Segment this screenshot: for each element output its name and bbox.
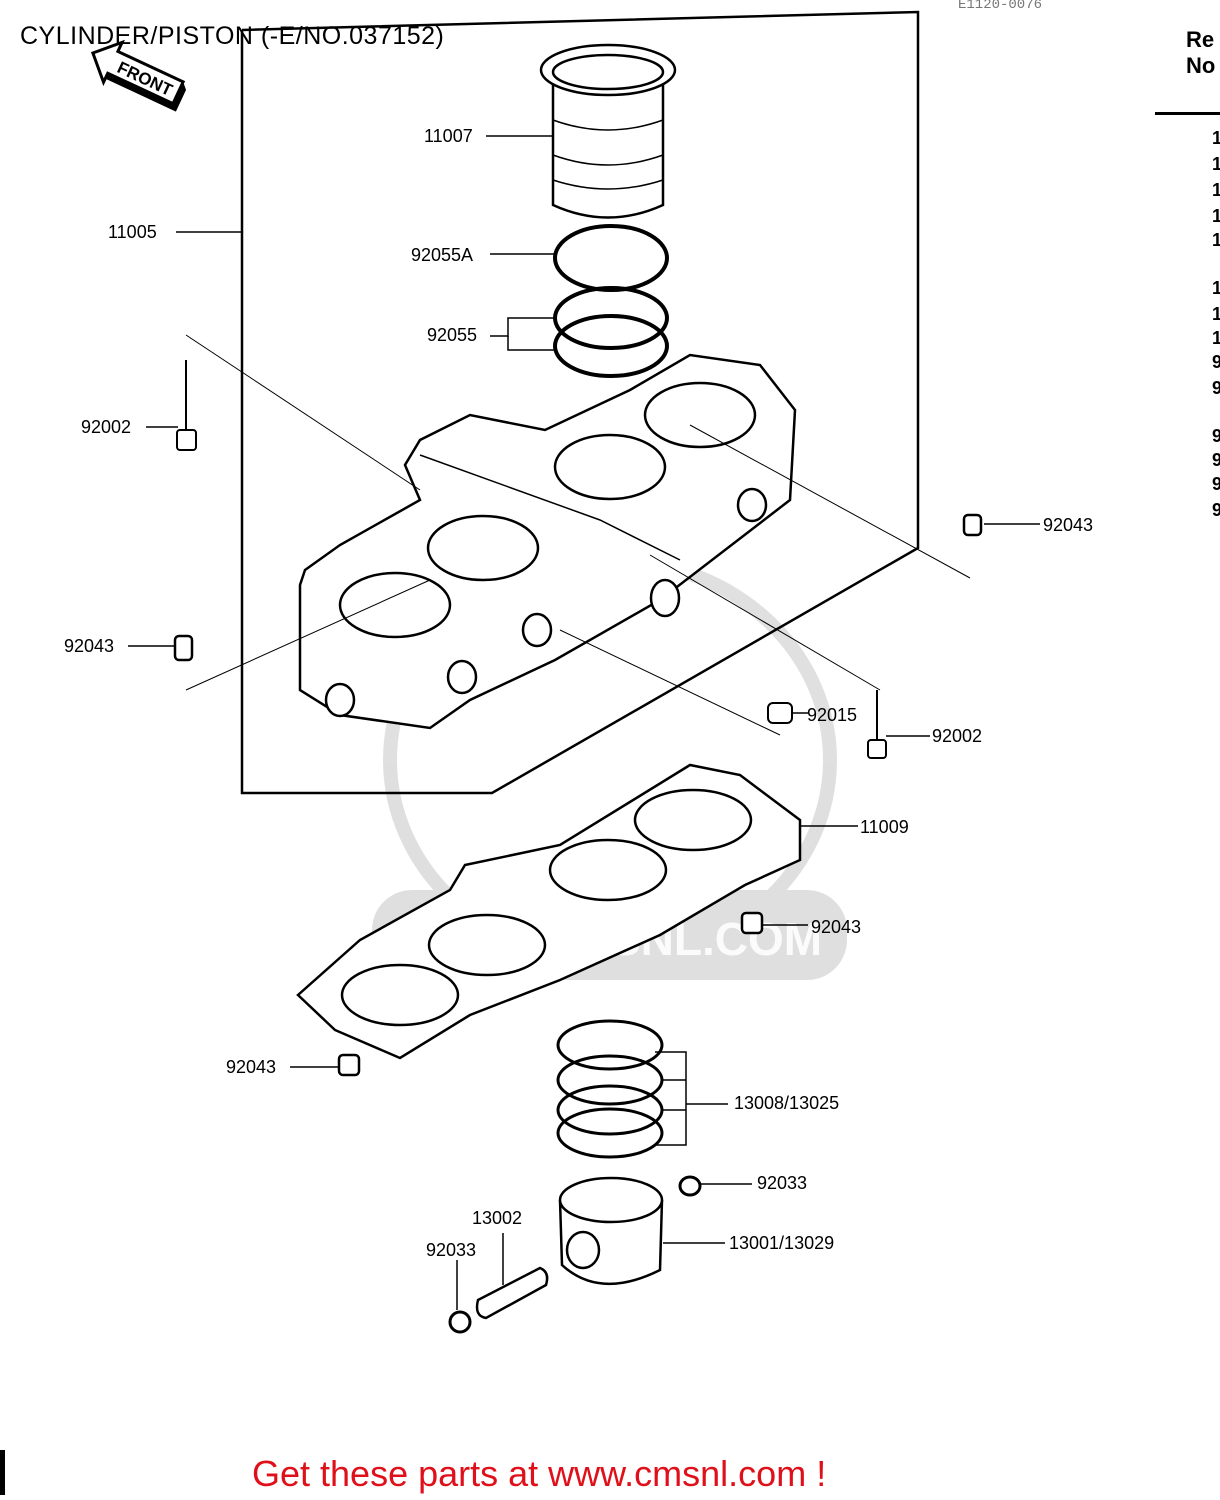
piston bbox=[558, 1176, 664, 1286]
drawing-code: E1120-0076 bbox=[958, 0, 1043, 13]
ref-number-item: 1 bbox=[1212, 278, 1220, 298]
label-92015: 92015 bbox=[807, 705, 858, 725]
ref-number-item: 9 bbox=[1212, 352, 1220, 372]
label-11009: 11009 bbox=[860, 817, 909, 837]
label-92002-right: 92002 bbox=[932, 726, 983, 746]
cylinder-assembly-frame bbox=[240, 10, 920, 795]
ref-number-item: 9 bbox=[1212, 450, 1220, 470]
alignment-lines bbox=[185, 334, 971, 736]
plug-bolt-92015 bbox=[767, 702, 793, 724]
footer-link[interactable]: Get these parts at www.cmsnl.com ! bbox=[252, 1453, 827, 1494]
cylinder-sleeve bbox=[539, 43, 677, 219]
ref-number-item: 1 bbox=[1212, 328, 1220, 348]
ref-header: Re No bbox=[1186, 27, 1215, 79]
label-11005: 11005 bbox=[108, 222, 157, 242]
o-ring-92055 bbox=[553, 286, 669, 378]
dowel-pin-left bbox=[173, 634, 194, 662]
label-92002-left: 92002 bbox=[81, 417, 132, 437]
cylinder-base-gasket bbox=[296, 763, 802, 1060]
ref-number-item: 9 bbox=[1212, 378, 1220, 398]
ref-number-item: 1 bbox=[1212, 128, 1220, 148]
ref-header-rule bbox=[1155, 112, 1220, 115]
page-edge-mark bbox=[0, 1450, 5, 1495]
label-92043-gasket: 92043 bbox=[811, 917, 862, 937]
label-92043-lower: 92043 bbox=[226, 1057, 277, 1077]
label-92055: 92055 bbox=[427, 325, 478, 345]
label-92043-upper: 92043 bbox=[1043, 515, 1094, 535]
ref-header-line-2: No bbox=[1186, 53, 1216, 78]
ref-number-item: 1 bbox=[1212, 180, 1220, 200]
circlip-right bbox=[678, 1175, 702, 1197]
label-13001-13029: 13001/13029 bbox=[729, 1233, 835, 1253]
label-13002: 13002 bbox=[472, 1208, 523, 1228]
bolt-92002-left bbox=[176, 360, 197, 451]
ref-header-line-1: Re bbox=[1186, 27, 1215, 52]
cylinder-block bbox=[298, 353, 797, 730]
bolt-92002-right bbox=[867, 690, 887, 759]
piston-ring-set bbox=[556, 1019, 664, 1159]
label-92033-right: 92033 bbox=[757, 1173, 808, 1193]
label-92055A: 92055A bbox=[411, 245, 474, 265]
ref-number-item: 9 bbox=[1212, 500, 1220, 520]
ref-number-item: 9 bbox=[1212, 426, 1220, 446]
ref-number-item: 1 bbox=[1212, 230, 1220, 250]
piston-pin bbox=[475, 1266, 549, 1320]
front-arrow-icon: FRONT bbox=[90, 39, 187, 112]
label-92043-left: 92043 bbox=[64, 636, 115, 656]
dowel-pin-upper-right bbox=[962, 513, 983, 537]
label-11007: 11007 bbox=[424, 126, 473, 146]
exploded-parts-diagram: WWW.CMSNL.COM FRONT bbox=[90, 10, 1040, 1334]
leader-lines bbox=[128, 135, 1040, 1310]
dowel-pin-gasket-right bbox=[740, 911, 764, 935]
ref-number-item: 9 bbox=[1212, 474, 1220, 494]
circlip-left bbox=[448, 1310, 472, 1334]
o-ring-92055A bbox=[553, 224, 669, 292]
label-13008-13025: 13008/13025 bbox=[734, 1093, 840, 1113]
dowel-pin-gasket-left bbox=[337, 1053, 361, 1077]
ref-number-item: 1 bbox=[1212, 154, 1220, 174]
ref-number-item: 1 bbox=[1212, 206, 1220, 226]
label-92033-left: 92033 bbox=[426, 1240, 477, 1260]
ref-number-item: 1 bbox=[1212, 304, 1220, 324]
